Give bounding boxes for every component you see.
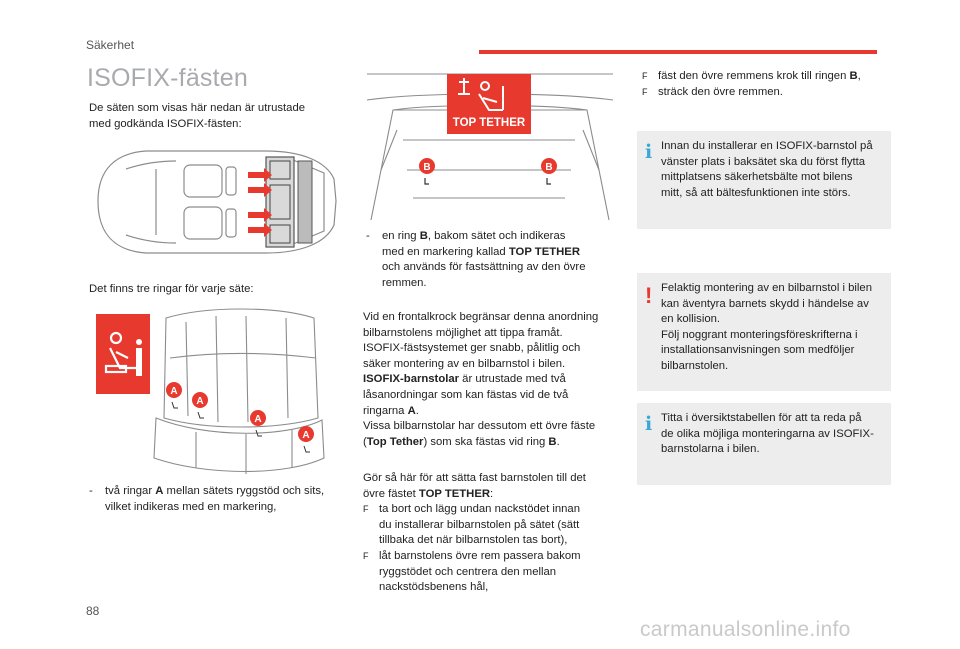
check-icon: F <box>642 71 648 81</box>
page-title: ISOFIX-fästen <box>87 64 248 92</box>
ring-a-label-2: A <box>196 396 203 407</box>
car-top-view-illustration <box>97 150 337 254</box>
instruction-step-3: F fäst den övre remmens krok till ringen… <box>642 69 892 85</box>
ring-a-label-1: A <box>170 386 177 397</box>
top-tether-instructions-intro: Gör så här för att sätta fast barnstolen… <box>363 472 586 500</box>
warning-note-installation: ! Felaktig montering av en bilbarnstol i… <box>637 273 891 391</box>
instruction-step-2: F låt barnstolens övre rem passera bakom… <box>363 550 581 594</box>
top-tether-label: TOP TETHER <box>453 117 526 129</box>
info-note-overview-table: i Titta i översiktstabellen för att ta r… <box>637 403 891 485</box>
instruction-step-4: F sträck den övre remmen. <box>642 85 892 101</box>
isofix-description-paragraph: Vid en frontalkrock begränsar denna anor… <box>363 311 599 448</box>
instruction-step-1: F ta bort och lägg undan nackstödet inna… <box>363 503 580 547</box>
info-note-seatbelt: i Innan du installerar en ISOFIX-barnsto… <box>637 131 891 229</box>
info-icon: i <box>645 413 653 435</box>
ring-a-item: - två ringar A mellan sätets ryggstöd oc… <box>89 485 325 513</box>
ring-b-label-1: B <box>423 162 430 173</box>
trunk-top-tether-illustration: TOP TETHER B B <box>366 73 614 221</box>
section-label: Säkerhet <box>86 38 135 52</box>
ring-b-label-2: B <box>545 162 552 173</box>
ring-b-item: - en ring B, bakom sätet och indikeras m… <box>366 230 586 289</box>
check-icon: F <box>363 551 369 561</box>
watermark: carmanualsonline.info <box>640 618 851 641</box>
ring-a-label-3: A <box>254 414 261 425</box>
check-icon: F <box>642 87 648 97</box>
check-icon: F <box>363 504 369 514</box>
header-accent-rule <box>479 50 877 54</box>
intro-paragraph: De säten som visas här nedan är utrustad… <box>89 102 306 130</box>
page-number: 88 <box>86 604 100 618</box>
info-icon: i <box>645 141 653 163</box>
three-rings-text: Det finns tre ringar för varje säte: <box>89 283 254 295</box>
warning-icon: ! <box>645 283 653 308</box>
ring-a-label-4: A <box>302 430 309 441</box>
rear-seat-isofix-illustration: A A A A <box>96 308 325 474</box>
